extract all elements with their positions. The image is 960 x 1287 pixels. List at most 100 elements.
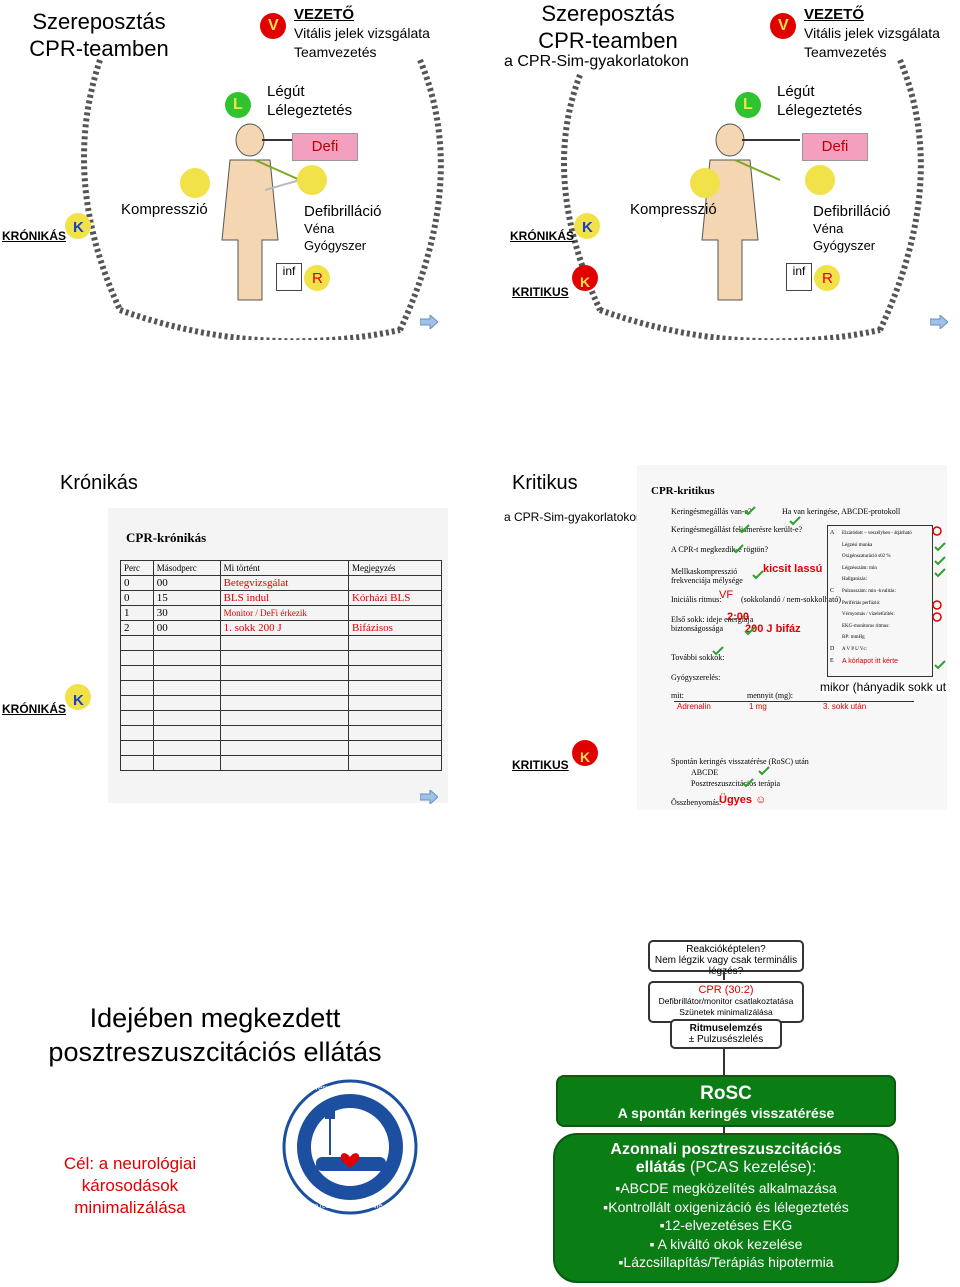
abcde-rows: Elzáródott – veszélyben - átjárható Légz… xyxy=(842,531,912,665)
cell: Monitor / DeFi érkezik xyxy=(219,605,349,621)
kompresszio-label: Kompresszió xyxy=(121,201,208,218)
v-letter: V xyxy=(778,17,789,34)
logo-top-text: Post resuscitation care xyxy=(300,1085,371,1092)
care-item: ▪Kontrollált oxigenizáció és lélegezteté… xyxy=(603,1198,849,1215)
kronikas-face-icon xyxy=(574,213,600,239)
col-header: Megjegyzés xyxy=(347,560,443,576)
k-letter: K xyxy=(73,692,84,709)
r-face-icon xyxy=(304,265,330,291)
question: Spontán keringés visszatérése (RoSC) utá… xyxy=(671,757,809,766)
kritikus-label: KRITIKUS xyxy=(512,758,569,772)
defi-box: Defi xyxy=(292,133,358,161)
drug-value: Adrenalin xyxy=(677,702,711,711)
k-letter: K xyxy=(580,749,591,765)
question: Gyógyszerelés: xyxy=(671,673,721,682)
cell: 1. sokk 200 J xyxy=(219,620,349,636)
annotation: kicsit lassú xyxy=(763,563,823,575)
kritikus-face-icon xyxy=(572,740,598,766)
k-letter: K xyxy=(580,274,591,290)
col-header: Perc xyxy=(120,560,154,576)
cell: 30 xyxy=(152,605,221,621)
r-letter: R xyxy=(822,270,833,287)
cell: 00 xyxy=(152,620,221,636)
annotation: 2:00 xyxy=(727,611,750,623)
kronikas-face-icon xyxy=(65,684,91,710)
slide-title: Szereposztás CPR-teamben xyxy=(29,9,169,61)
rosc-box: RoSC A spontán keringés visszatérése xyxy=(556,1075,896,1127)
care-item: ▪ A kiváltó okok kezelése xyxy=(649,1235,803,1252)
k-letter: K xyxy=(73,219,84,236)
r-face-icon xyxy=(814,265,840,291)
sheet-title: CPR-krónikás xyxy=(126,530,207,545)
flow-box-rhythm: Ritmuselemzés ± Pulzusészlelés xyxy=(670,1019,782,1049)
post-resuscitation-care-logo xyxy=(282,1079,418,1215)
next-arrow-icon[interactable] xyxy=(420,315,438,329)
l-letter: L xyxy=(743,96,753,113)
slide-roles-2: Szereposztás CPR-teamben a CPR-Sim-gyako… xyxy=(480,0,960,340)
slide-title: Kritikus xyxy=(512,472,578,494)
slide-title: Krónikás xyxy=(60,472,138,494)
mikor-label: mikor (hányadik sokk ut xyxy=(820,680,947,694)
cell: 0 xyxy=(120,590,154,606)
slide-title: Szereposztás CPR-teamben xyxy=(538,1,678,53)
question: Keringésmegállás van-e? xyxy=(671,507,752,516)
question: Ha van keringése, ABCDE-protokoll xyxy=(782,507,901,516)
next-arrow-icon[interactable] xyxy=(420,790,438,804)
defib-label: Defibrilláció xyxy=(304,203,382,220)
table-row: 0 00 Betegvizsgálat xyxy=(120,575,443,591)
annotation: 200 J bifáz xyxy=(745,623,801,635)
care-list: ▪ABCDE megközelítés alkalmazása ▪Kontrol… xyxy=(555,1179,897,1272)
annotation: Ügyes ☺ xyxy=(719,794,767,806)
table-row: 0 15 BLS indul Kórházi BLS xyxy=(120,590,443,606)
cell: 00 xyxy=(152,575,221,591)
flow-box-unresponsive: Reakcióképtelen?Nem légzik vagy csak ter… xyxy=(648,940,804,977)
defib-label: Defibrilláció xyxy=(813,203,891,220)
care-item: ▪12-elvezetéses EKG xyxy=(659,1217,793,1233)
question: Posztreszuszcitációs terápia xyxy=(691,779,781,788)
kronikas-table: Perc Másodperc Mi történt Megjegyzés 0 0… xyxy=(120,560,443,771)
kritikus-label: KRITIKUS xyxy=(512,285,569,299)
cpr-sheet: CPR-krónikás Perc Másodperc Mi történt M… xyxy=(108,508,448,803)
kronikas-label: KRÓNIKÁS xyxy=(2,229,67,243)
cpr-kritikus-sheet: CPR-kritikus Keringésmegállás van-e? Ha … xyxy=(637,465,947,810)
question: A CPR-t megkezdik-e rögtön? xyxy=(671,545,769,554)
r-letter: R xyxy=(312,270,323,287)
question: Összbenyomás: xyxy=(671,798,722,807)
kronikas-label: KRÓNIKÁS xyxy=(510,229,575,243)
legut-face-icon xyxy=(735,92,761,118)
table-row: 1 30 Monitor / DeFi érkezik xyxy=(120,605,443,621)
infusion-icon: inf xyxy=(786,263,812,291)
care-item: ▪ABCDE megközelítés alkalmazása xyxy=(615,1180,837,1196)
question: ABCDE xyxy=(691,768,719,777)
cell xyxy=(347,575,443,591)
question: (sokkolandó / nem-sokkolható) xyxy=(741,595,841,604)
dose-value: 1 mg xyxy=(749,702,767,711)
dashed-arc xyxy=(561,58,924,340)
infusion-icon: inf xyxy=(276,263,302,291)
compressor-face-icon xyxy=(690,168,720,198)
abcde-letters: A C D E xyxy=(830,530,835,664)
defib-face-icon xyxy=(805,165,835,195)
l-letter: L xyxy=(233,96,243,113)
next-arrow-icon[interactable] xyxy=(930,315,948,329)
v-letter: V xyxy=(268,17,279,34)
question: Keringésmegállást felismerésre került-e? xyxy=(671,525,803,534)
cell: Bifázisos xyxy=(347,620,443,636)
cell: 2 xyxy=(120,620,154,636)
column-label: mit: xyxy=(671,691,684,700)
cell xyxy=(347,605,443,621)
k-letter: K xyxy=(582,219,593,236)
dashed-arc xyxy=(81,58,444,340)
kronikas-face-icon xyxy=(65,213,91,239)
flow-box-cpr: CPR (30:2) Defibrillátor/monitor csatlak… xyxy=(648,981,804,1023)
when-value: 3. sokk után xyxy=(823,702,867,711)
slide-kritikus: Kritikus a CPR-Sim-gyakorlatokon CPR-kri… xyxy=(480,460,960,810)
abcde-table: A C D E Elzáródott – veszélyben - átjárh… xyxy=(827,525,933,677)
compressor-face-icon xyxy=(180,168,210,198)
